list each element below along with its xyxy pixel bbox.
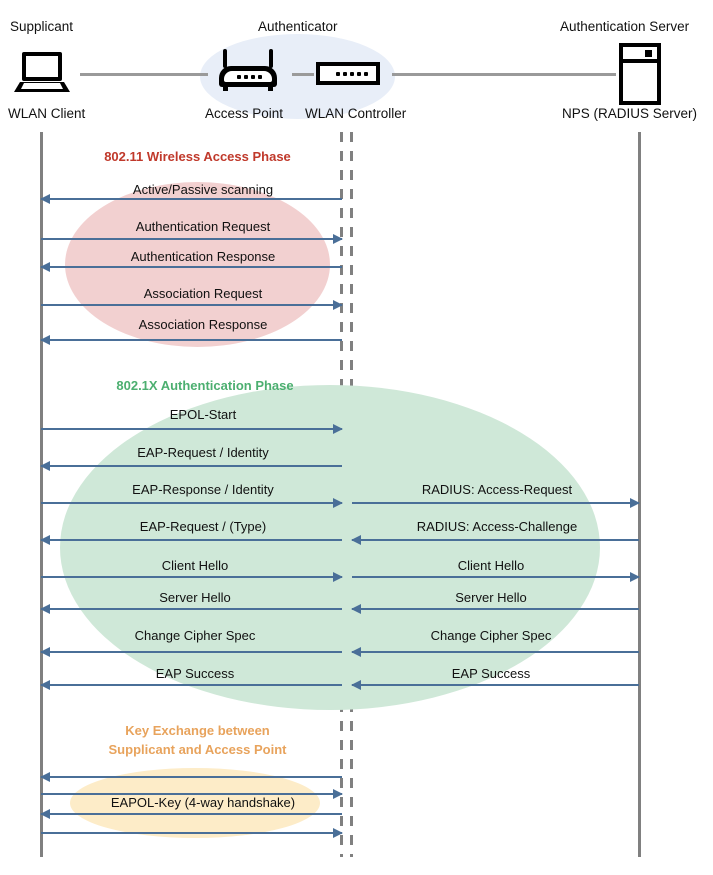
arrow-client-hello-left — [41, 572, 343, 582]
message-label-server-hello-left: Server Hello — [159, 590, 231, 605]
message-label-authentication-response: Authentication Response — [130, 249, 276, 264]
phase-blob-dot1x-authentication — [60, 385, 600, 710]
message-label-radius-access-challenge: RADIUS: Access-Challenge — [416, 519, 578, 534]
wire-ap-wlc — [292, 73, 314, 76]
arrow-authentication-request — [41, 234, 343, 244]
arrow-radius-access-request — [352, 498, 640, 508]
arrow-eap-success-left — [40, 680, 342, 690]
arrow-eapol-key-4 — [41, 828, 343, 838]
message-label-radius-access-request: RADIUS: Access-Request — [421, 482, 573, 497]
server-icon — [619, 43, 661, 105]
message-label-association-response: Association Response — [138, 317, 268, 332]
actor-device-nps: NPS (RADIUS Server) — [562, 106, 698, 121]
laptop-icon — [14, 52, 70, 92]
phase-blob-wireless-access — [65, 182, 330, 347]
arrow-active-passive-scanning — [40, 194, 342, 204]
message-label-active-passive-scanning: Active/Passive scanning — [132, 182, 274, 197]
phase-title-wireless-access: 802.11 Wireless Access Phase — [104, 149, 291, 164]
arrow-epol-start — [41, 424, 343, 434]
message-label-change-cipher-spec-right: Change Cipher Spec — [430, 628, 552, 643]
arrow-association-response — [40, 335, 342, 345]
arrow-change-cipher-spec-right — [351, 647, 639, 657]
arrow-eap-success-right — [351, 680, 639, 690]
access-point-icon — [219, 49, 277, 91]
arrow-eapol-key-3 — [40, 809, 342, 819]
actor-device-wlan-client: WLAN Client — [8, 106, 86, 121]
message-label-eap-request-identity: EAP-Request / Identity — [137, 445, 269, 460]
arrow-association-request — [41, 300, 343, 310]
arrow-eap-request-type — [40, 535, 342, 545]
message-label-epol-start: EPOL-Start — [169, 407, 237, 422]
phase-title-key-exchange: Key Exchange between Supplicant and Acce… — [108, 723, 287, 757]
arrow-client-hello-right — [352, 572, 640, 582]
arrow-authentication-response — [40, 262, 342, 272]
lifeline-nps — [638, 132, 641, 857]
message-label-change-cipher-spec-left: Change Cipher Spec — [134, 628, 256, 643]
actor-device-access-point: Access Point — [205, 106, 284, 121]
arrow-eapol-key-1 — [40, 772, 342, 782]
arrow-server-hello-right — [351, 604, 639, 614]
message-label-client-hello-right: Client Hello — [457, 558, 525, 573]
arrow-eap-response-identity — [41, 498, 343, 508]
message-label-association-request: Association Request — [143, 286, 263, 301]
wire-wlc-nps — [392, 73, 616, 76]
actor-role-supplicant: Supplicant — [10, 19, 74, 34]
lifeline-supplicant — [40, 132, 43, 857]
message-label-eap-success-left: EAP Success — [155, 666, 235, 681]
message-label-eapol-key: EAPOL-Key (4-way handshake) — [107, 795, 299, 810]
message-label-authentication-request: Authentication Request — [135, 219, 271, 234]
message-label-eap-request-type: EAP-Request / (Type) — [139, 519, 267, 534]
arrow-server-hello-left — [40, 604, 342, 614]
wlan-controller-icon — [316, 62, 380, 85]
actor-role-authenticator: Authenticator — [258, 19, 338, 34]
message-label-server-hello-right: Server Hello — [455, 590, 527, 605]
message-label-eap-success-right: EAP Success — [451, 666, 531, 681]
actor-device-wlan-controller: WLAN Controller — [305, 106, 407, 121]
message-label-eap-response-identity: EAP-Response / Identity — [132, 482, 274, 497]
arrow-radius-access-challenge — [351, 535, 639, 545]
phase-title-dot1x-authentication: 802.1X Authentication Phase — [116, 378, 294, 393]
wire-client-ap — [80, 73, 208, 76]
message-label-client-hello-left: Client Hello — [161, 558, 229, 573]
arrow-change-cipher-spec-left — [40, 647, 342, 657]
arrow-eap-request-identity — [40, 461, 342, 471]
arrow-eapol-key-2 — [41, 789, 343, 799]
actor-role-authentication-server: Authentication Server — [560, 19, 690, 34]
